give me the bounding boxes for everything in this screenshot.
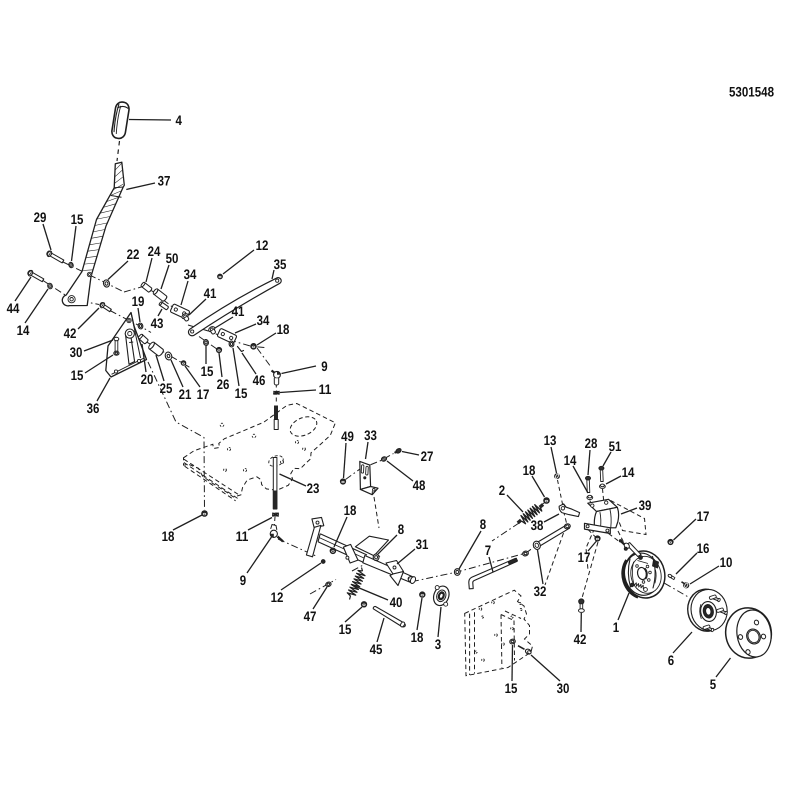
svg-text:18: 18 [411,630,424,645]
svg-text:22: 22 [127,247,140,262]
svg-text:51: 51 [609,439,622,454]
svg-text:14: 14 [564,453,577,468]
svg-text:34: 34 [257,313,270,328]
svg-text:18: 18 [344,503,357,518]
svg-text:17: 17 [578,550,591,565]
svg-text:18: 18 [277,322,290,337]
svg-text:35: 35 [274,257,287,272]
svg-text:15: 15 [71,368,84,383]
svg-text:26: 26 [217,377,230,392]
svg-text:42: 42 [574,632,587,647]
svg-text:50: 50 [166,251,179,266]
svg-text:28: 28 [585,436,598,451]
svg-text:46: 46 [253,373,266,388]
svg-text:48: 48 [413,478,426,493]
svg-text:8: 8 [398,522,405,537]
svg-text:33: 33 [364,428,377,443]
svg-text:12: 12 [271,590,284,605]
svg-text:34: 34 [184,267,197,282]
svg-text:5301548: 5301548 [729,85,774,100]
svg-text:6: 6 [668,653,675,668]
svg-text:32: 32 [534,584,547,599]
svg-text:19: 19 [132,294,145,309]
svg-text:20: 20 [141,372,154,387]
svg-text:30: 30 [557,681,570,696]
svg-text:15: 15 [201,364,214,379]
svg-text:14: 14 [622,465,635,480]
svg-text:8: 8 [480,517,487,532]
svg-text:18: 18 [523,463,536,478]
svg-text:9: 9 [321,359,328,374]
svg-text:3: 3 [435,637,442,652]
svg-text:39: 39 [639,498,652,513]
svg-text:14: 14 [17,323,30,338]
svg-text:12: 12 [256,238,269,253]
svg-text:38: 38 [531,518,544,533]
svg-text:17: 17 [697,509,710,524]
svg-text:18: 18 [162,529,175,544]
svg-text:25: 25 [160,381,173,396]
svg-text:36: 36 [87,401,100,416]
svg-text:11: 11 [319,382,332,397]
svg-text:49: 49 [341,429,354,444]
svg-text:40: 40 [390,595,403,610]
svg-text:5: 5 [710,677,717,692]
svg-text:23: 23 [307,481,320,496]
svg-text:15: 15 [339,622,352,637]
svg-text:15: 15 [505,681,518,696]
svg-text:42: 42 [64,326,77,341]
svg-text:47: 47 [304,609,317,624]
svg-text:29: 29 [34,210,47,225]
svg-text:21: 21 [179,387,192,402]
svg-text:27: 27 [421,449,434,464]
svg-text:30: 30 [70,345,83,360]
svg-text:16: 16 [697,541,710,556]
svg-text:11: 11 [236,529,249,544]
svg-text:43: 43 [151,316,164,331]
svg-text:7: 7 [485,543,492,558]
svg-text:37: 37 [158,174,171,189]
svg-text:41: 41 [204,286,217,301]
svg-text:17: 17 [197,387,210,402]
svg-text:24: 24 [148,244,161,259]
svg-text:4: 4 [176,113,183,128]
svg-text:41: 41 [232,304,245,319]
svg-text:45: 45 [370,642,383,657]
svg-text:2: 2 [499,483,506,498]
svg-text:10: 10 [720,555,733,570]
svg-text:9: 9 [240,573,247,588]
svg-text:31: 31 [416,537,429,552]
svg-text:44: 44 [7,301,20,316]
svg-text:15: 15 [235,386,248,401]
svg-text:1: 1 [613,620,620,635]
svg-text:13: 13 [544,433,557,448]
svg-text:15: 15 [71,212,84,227]
